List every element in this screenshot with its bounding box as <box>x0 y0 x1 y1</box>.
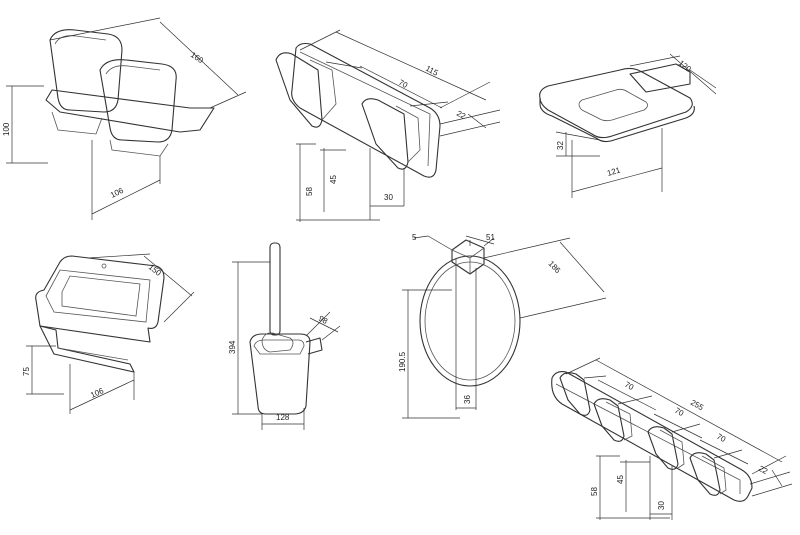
dim-depth: 22 <box>455 109 468 121</box>
dim-height: 75 <box>22 367 31 376</box>
dim-length: 255 <box>689 398 706 413</box>
dim-width: 160 <box>189 50 206 65</box>
dim-hook-height: 45 <box>329 175 338 184</box>
dim-width: 98 <box>317 314 330 326</box>
dim-spacing: 70 <box>397 78 410 90</box>
dim-depth: 128 <box>276 413 290 422</box>
dim-hook-height: 45 <box>616 475 625 484</box>
dim-width: 186 <box>547 259 563 275</box>
dim-height: 58 <box>590 487 599 496</box>
dim-height: 100 <box>2 122 11 136</box>
dim-height: 32 <box>556 141 565 150</box>
dim-height: 394 <box>228 340 237 354</box>
soap-dish: 120 32 121 <box>539 53 717 198</box>
toilet-brush-holder: 394 98 128 <box>228 242 341 430</box>
dim-spacing-3: 70 <box>715 432 728 444</box>
dim-hook-width: 30 <box>384 193 393 202</box>
dim-width: 150 <box>147 262 163 278</box>
dim-ring-depth: 36 <box>463 395 472 404</box>
triple-hook: 255 70 70 70 22 58 45 30 <box>551 357 793 520</box>
dim-height: 190.5 <box>398 351 407 372</box>
dim-length: 115 <box>424 64 440 78</box>
dim-top-width: 51 <box>486 233 495 242</box>
shelf-with-holder: 150 75 106 <box>22 253 195 414</box>
towel-ring: 5 51 186 190.5 36 <box>398 233 607 419</box>
dim-spacing-1: 70 <box>623 380 636 392</box>
dim-offset: 5 <box>412 233 417 242</box>
dim-depth: 106 <box>89 386 105 400</box>
dim-height: 58 <box>305 187 314 196</box>
dim-depth: 106 <box>109 186 125 200</box>
double-hook: 115 70 22 58 45 30 <box>275 29 501 222</box>
dim-length: 121 <box>606 165 622 177</box>
double-tumbler-holder: 160 100 106 <box>2 17 247 220</box>
dim-hook-width: 30 <box>657 501 666 510</box>
